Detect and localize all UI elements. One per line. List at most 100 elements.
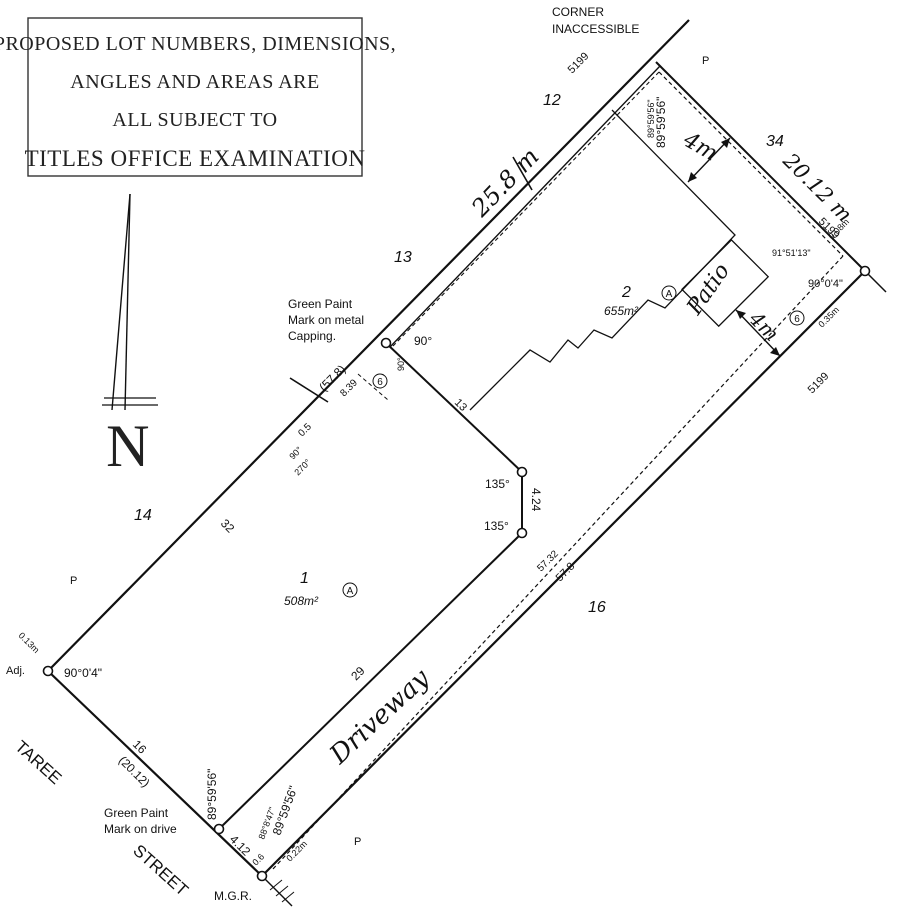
angle-90-left: 90° (287, 444, 304, 461)
setback-arrow-bottom-head-1 (736, 310, 746, 319)
lot-34-label: 34 (766, 133, 784, 150)
angle-90-0-4-left: 90°0'4" (64, 666, 102, 680)
survey-points (42, 265, 871, 882)
gpm-bottom-line-2: Mark on drive (104, 822, 177, 836)
circle-a-lot2 (661, 285, 677, 301)
dim-29: 29 (348, 664, 368, 684)
patio-outline (681, 239, 770, 328)
disclaimer-stamp: PROPOSED LOT NUMBERS, DIMENSIONS, ANGLES… (0, 17, 396, 177)
street-word-taree: TAREE (11, 737, 65, 788)
circle-a-lot2-label: A (666, 289, 673, 300)
corner-note: CORNER INACCESSIBLE (552, 5, 639, 36)
survey-point-splay-bottom (516, 527, 528, 539)
parcel-boundaries (47, 19, 887, 907)
survey-point-right (859, 265, 871, 277)
street-word-street: STREET (129, 841, 192, 900)
dim-4m-bottom: 4m (744, 306, 784, 346)
hatch-2 (275, 885, 289, 897)
mark-notes: Green Paint Mark on metal Capping. Green… (6, 297, 364, 903)
dim-20-12: 20.12 m (778, 148, 857, 227)
mgr-label: M.G.R. (214, 889, 252, 903)
dashed-north-east (658, 71, 844, 257)
ref-5199-top: 5199 (566, 50, 592, 76)
lot-1-area: 508m² (284, 594, 319, 608)
north-letter: N (106, 413, 150, 479)
angle-90-0-4-right: 90°0'4" (808, 278, 843, 290)
circle-6-left-label: 6 (377, 377, 383, 388)
survey-point-street (213, 823, 225, 835)
adjacent-p-top: P (702, 55, 709, 67)
north-arrow: N (102, 193, 158, 479)
boundary-south-east (261, 270, 866, 877)
angle-labels: 90° 90° 90° 270° 135° 135° 90°0'4" 90°0'… (64, 97, 843, 841)
survey-point-splay-top (516, 466, 528, 478)
circle-6-right (789, 310, 805, 326)
stamp-line-4: TITLES OFFICE EXAMINATION (25, 146, 366, 171)
dim-57-32: 57.32 (535, 548, 561, 574)
lot-14-label: 14 (134, 507, 152, 524)
dashed-lines (271, 71, 844, 871)
hatch-1 (269, 879, 283, 891)
angle-91-51-13: 91°51'13" (772, 248, 811, 258)
dim-0-5: 0.5 (296, 421, 314, 439)
setback-arrow-bottom-head-2 (770, 347, 780, 356)
stamp-border (27, 17, 363, 177)
dim-0-6: 0.6 (250, 851, 266, 867)
circle-6-left (372, 373, 388, 389)
ref-5199-bottom: 5199 (806, 370, 832, 396)
patio-label: Patio (682, 259, 735, 320)
dim-4m-top: 4m (678, 127, 722, 167)
dim-25-8: 25.8 m (465, 142, 544, 222)
boundary-north-west (47, 19, 690, 672)
house-outline (469, 109, 770, 411)
stamp-line-2: ANGLES AND AREAS ARE (70, 71, 319, 93)
angle-89-59-56-top-small: 89°59'56" (646, 99, 656, 138)
north-arrow-shaft-left (111, 193, 131, 411)
dim-8-39: 8.39 (338, 377, 360, 399)
dim-13: 13 (452, 397, 469, 414)
adjacent-lot-line-14 (289, 377, 329, 403)
angle-135-bottom: 135° (484, 519, 509, 533)
lot-1-number: 1 (300, 570, 309, 587)
setback-arrows (687, 137, 781, 357)
dashed-driveway-edge (271, 255, 844, 871)
circle-6-right-label: 6 (794, 314, 800, 325)
north-arrow-shaft-right (124, 193, 131, 411)
dim-4-24: 4.24 (529, 488, 543, 512)
handwritten-notes: Patio Driveway (324, 259, 735, 771)
dim-16: 16 (130, 737, 150, 757)
boundary-north-east (655, 61, 866, 272)
adjacent-lot-line-12 (512, 156, 533, 191)
dim-20-12-bracket: (20.12) (116, 753, 153, 790)
setback-arrow-bottom (735, 309, 781, 357)
angle-89-59-56-top: 89°59'56" (654, 97, 668, 148)
survey-point-mgr (256, 870, 268, 882)
lot-labels: 12 13 14 16 34 1 508m² 2 655m² (134, 92, 784, 616)
lot-12-label: 12 (543, 92, 561, 109)
circle-a-lot1-label: A (347, 586, 354, 597)
division-upper (385, 342, 523, 473)
boundary-street-extension (261, 875, 293, 907)
dim-0-13: 0.13m (17, 630, 42, 655)
stamp-line-1: PROPOSED LOT NUMBERS, DIMENSIONS, (0, 33, 396, 55)
dim-32: 32 (218, 516, 238, 536)
dimension-labels: 25.8 m 20.12 m 4m 4m (57.8) 32 29 16 (20… (17, 127, 857, 867)
angle-90-top: 90° (414, 334, 432, 348)
setback-arrow-top (687, 137, 731, 183)
division-lower (218, 532, 523, 830)
survey-point-left (42, 665, 54, 677)
adjacent-p-bottom: P (354, 836, 361, 848)
lot-2-area: 655m² (604, 304, 639, 318)
stamp-line-3: ALL SUBJECT TO (112, 109, 277, 131)
gpm-bottom-line-1: Green Paint (104, 806, 169, 820)
survey-point-top-left (380, 337, 392, 349)
gpm-top-line-3: Capping. (288, 329, 336, 343)
adj-label: Adj. (6, 665, 25, 677)
angle-135-top: 135° (485, 477, 510, 491)
mgr-hatching (269, 879, 295, 903)
dim-4-12: 4.12 (227, 832, 254, 859)
gpm-top-line-2: Mark on metal (288, 313, 364, 327)
dashed-north-west (392, 71, 660, 347)
circle-markers: A A 6 6 (342, 285, 805, 598)
